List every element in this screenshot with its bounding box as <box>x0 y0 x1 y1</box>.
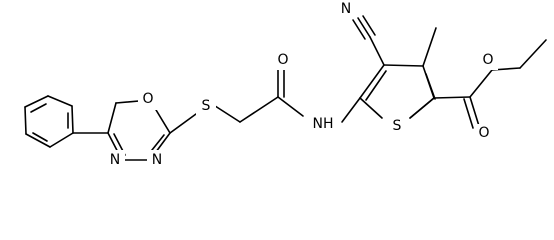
atom-n-cyano: N <box>341 1 351 17</box>
atom-n-oxadiazole-2: N <box>152 152 162 168</box>
atom-o-oxadiazole: O <box>142 91 153 107</box>
atom-o-ester-double: O <box>478 125 489 141</box>
atom-o-carbonyl-amide: O <box>277 52 288 68</box>
atom-nh-amide: NH <box>313 116 334 132</box>
atom-o-ester-single: O <box>482 52 493 68</box>
atom-labels: N O NH S S O N N O O <box>105 0 498 170</box>
atom-n-oxadiazole-1: N <box>110 152 120 168</box>
bond-lines <box>24 15 547 161</box>
atom-s-thiophene: S <box>393 118 402 134</box>
atom-s-thioether: S <box>202 98 211 114</box>
chemical-structure: N O NH S S O N N O O <box>24 0 547 170</box>
